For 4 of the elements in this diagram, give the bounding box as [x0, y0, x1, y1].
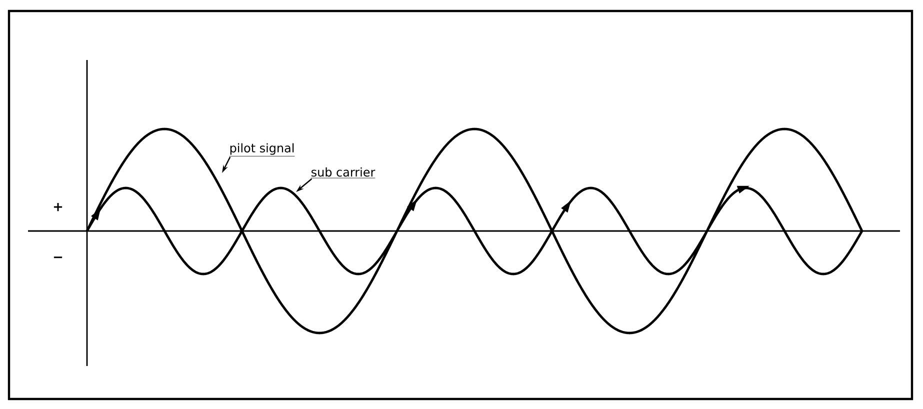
axis-sign: + [54, 202, 62, 212]
leader-text: sub carrier [310, 167, 376, 178]
axis-sign: − [54, 256, 62, 258]
leader-text: pilot signal [229, 143, 295, 156]
